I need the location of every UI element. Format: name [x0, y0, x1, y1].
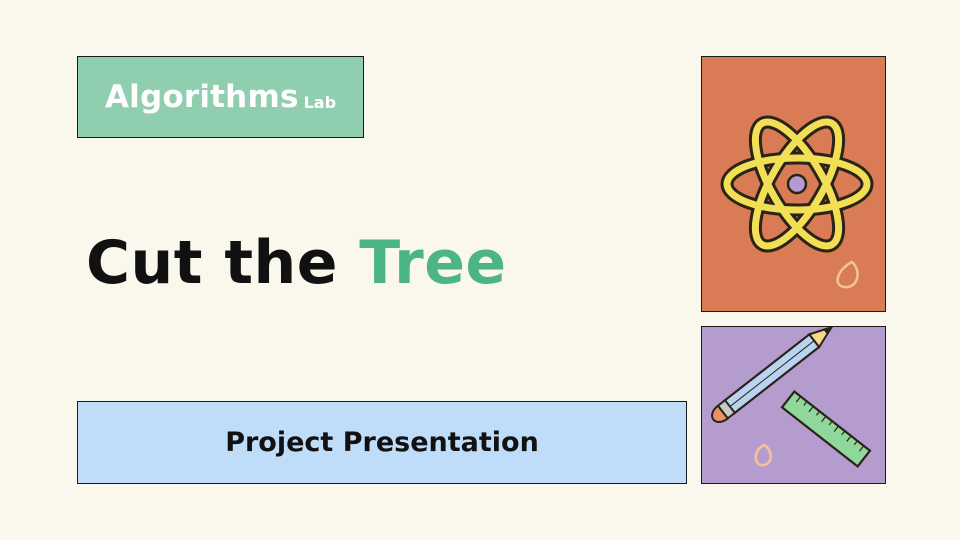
- slide-title-main: Cut the: [86, 228, 360, 298]
- atom-panel: [701, 56, 886, 312]
- atom-icon: [720, 115, 874, 289]
- slide-title-accent: Tree: [359, 228, 507, 298]
- subtitle-box: Project Presentation: [77, 401, 687, 484]
- course-tag: Algorithms Lab: [77, 56, 364, 138]
- slide-title: Cut the Tree: [86, 228, 507, 298]
- pencil-panel: [701, 326, 886, 484]
- subtitle: Project Presentation: [225, 427, 539, 458]
- course-tag-main: Algorithms: [104, 79, 299, 115]
- course-tag-sub: Lab: [303, 92, 337, 112]
- pencil-icon: [711, 327, 872, 468]
- ruler-icon: [780, 390, 872, 468]
